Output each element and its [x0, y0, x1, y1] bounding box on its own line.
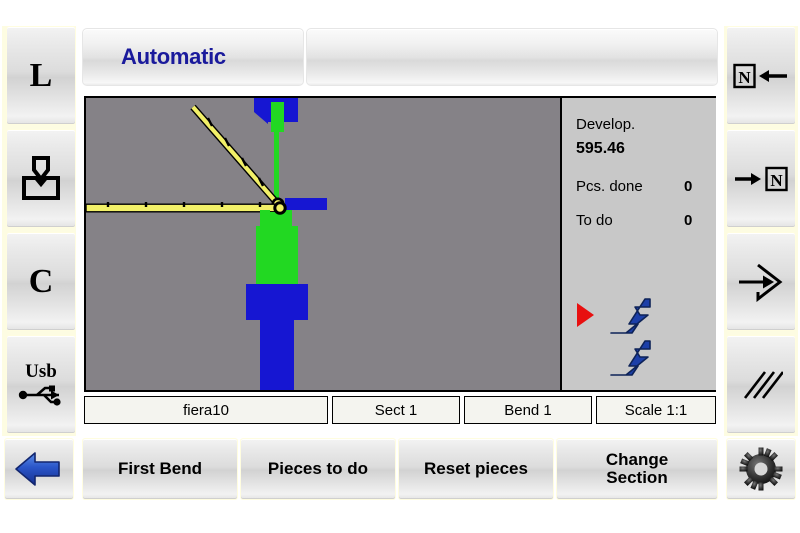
back-gauge-finger [285, 198, 327, 210]
punch-blade-head [271, 102, 284, 132]
svg-text:N: N [770, 171, 783, 190]
bend-simulation-viewport[interactable] [86, 98, 558, 390]
title-bar: Automatic [82, 28, 718, 86]
right-sidebar: N N [724, 26, 798, 436]
sidebar-item-next-program[interactable]: N [726, 129, 796, 228]
info-panel: Develop. 595.46 Pcs. done 0 To do 0 [560, 98, 716, 390]
blue-left-arrow-icon [13, 449, 65, 489]
change-section-label: Change Section [605, 450, 669, 487]
letter-l-icon: L [29, 56, 53, 94]
first-bend-button[interactable]: First Bend [82, 438, 238, 500]
tab-automatic[interactable]: Automatic [82, 28, 304, 86]
gear-icon [739, 447, 783, 491]
program-name-text: fiera10 [183, 401, 229, 419]
arrow-right-n-icon: N [733, 165, 789, 193]
to-do-value: 0 [684, 212, 693, 229]
die-body [256, 226, 298, 288]
settings-button[interactable] [726, 438, 796, 500]
sidebar-item-enter-step[interactable] [726, 232, 796, 331]
pcs-done-label: Pcs. done [576, 178, 643, 195]
workpiece-bent-leg [190, 104, 290, 208]
arrow-into-chevron-icon [736, 262, 786, 302]
pcs-done-value: 0 [684, 178, 693, 195]
letter-c-icon: C [28, 262, 54, 300]
status-scale[interactable]: Scale 1:1 [596, 396, 716, 424]
punch-die-tooling-icon [20, 155, 62, 202]
status-section[interactable]: Sect 1 [332, 396, 460, 424]
develop-value: 595.46 [576, 140, 625, 157]
usb-icon [17, 383, 65, 407]
die-shoulder-left [260, 210, 270, 232]
status-bar: fiera10 Sect 1 Bend 1 Scale 1:1 [84, 396, 716, 426]
sidebar-item-prev-program[interactable]: N [726, 26, 796, 125]
bend-profile-1[interactable] [608, 296, 652, 336]
status-bend[interactable]: Bend 1 [464, 396, 592, 424]
sidebar-item-c[interactable]: C [6, 232, 76, 331]
tab-automatic-label: Automatic [121, 44, 226, 69]
main-stage: Develop. 595.46 Pcs. done 0 To do 0 [84, 96, 716, 392]
bend-pivot-lower [272, 200, 288, 216]
reset-pieces-label: Reset pieces [424, 459, 528, 479]
svg-text:N: N [738, 68, 751, 87]
reset-pieces-button[interactable]: Reset pieces [398, 438, 554, 500]
pieces-to-do-button[interactable]: Pieces to do [240, 438, 396, 500]
die-holder-column [260, 284, 294, 390]
section-text: Sect 1 [374, 401, 418, 419]
back-button[interactable] [4, 438, 74, 500]
sidebar-item-l[interactable]: L [6, 26, 76, 125]
triple-slash-icon [739, 367, 783, 403]
active-bend-marker [576, 302, 596, 328]
bend-text: Bend 1 [504, 401, 552, 419]
change-section-button[interactable]: Change Section [556, 438, 718, 500]
left-sidebar: L C Usb [2, 26, 76, 436]
to-do-label: To do [576, 212, 613, 229]
tab-secondary[interactable] [306, 28, 718, 86]
status-program-name[interactable]: fiera10 [84, 396, 328, 424]
sidebar-item-slashes[interactable] [726, 335, 796, 434]
usb-label: Usb [25, 361, 57, 383]
pieces-to-do-label: Pieces to do [267, 459, 369, 479]
punch-blade-tip [274, 130, 279, 204]
develop-label: Develop. [576, 116, 636, 133]
first-bend-label: First Bend [117, 459, 203, 479]
bend-profile-2[interactable] [608, 338, 652, 378]
sidebar-item-usb[interactable]: Usb [6, 335, 76, 434]
n-arrow-left-icon: N [733, 62, 789, 90]
workpiece-flat-leg [86, 201, 286, 215]
sidebar-item-tooling[interactable] [6, 129, 76, 228]
scale-text: Scale 1:1 [624, 401, 688, 419]
function-key-row: First Bend Pieces to do Reset pieces Cha… [82, 438, 718, 500]
die-shoulder-right [282, 210, 292, 232]
